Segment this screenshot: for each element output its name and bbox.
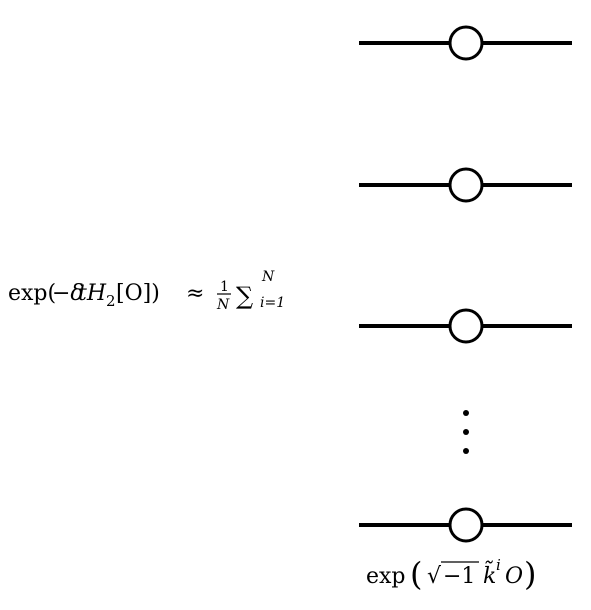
vertical-ellipsis xyxy=(463,410,469,454)
equation: exp( −δ tH 2 [O]) ≈ 1 N ∑ N i=1 xyxy=(8,269,285,313)
equation-sum-lower: i=1 xyxy=(260,295,285,311)
equation-minus-delta: −δ xyxy=(52,281,84,306)
ellipsis-dot-1 xyxy=(463,410,469,416)
equation-frac-denominator: N xyxy=(216,297,230,313)
ellipsis-dot-2 xyxy=(463,429,469,435)
equation-approx: ≈ xyxy=(186,281,204,306)
operator-k-tilde: k̃ xyxy=(483,559,496,589)
equation-sum-symbol: ∑ xyxy=(236,282,253,310)
equation-subscript-2: 2 xyxy=(106,292,116,310)
wire-3 xyxy=(359,308,572,344)
operator-right-paren: ) xyxy=(524,555,536,593)
operator-o-symbol: O xyxy=(505,564,523,589)
wire-2 xyxy=(359,167,572,203)
operator-sqrt-argument: −1 xyxy=(443,564,475,589)
equation-sum-upper: N xyxy=(261,269,275,285)
equation-frac-numerator: 1 xyxy=(220,279,229,295)
wire-n-gate-circle xyxy=(448,507,484,543)
equation-t-h: tH xyxy=(78,281,107,306)
operator-superscript-i: i xyxy=(496,556,501,574)
wire-1 xyxy=(359,25,572,61)
wire-1-gate-circle xyxy=(448,25,484,61)
equation-exp-text: exp( xyxy=(8,281,56,306)
wire-3-gate-circle xyxy=(448,308,484,344)
operator-exp-text: exp xyxy=(366,564,406,589)
wire-n xyxy=(359,507,572,543)
operator-label: exp ( √ −1 k̃ i O ) xyxy=(366,555,536,593)
operator-left-paren: ( xyxy=(410,555,422,593)
equation-bracket-o: [O]) xyxy=(116,281,160,306)
wire-2-gate-circle xyxy=(448,167,484,203)
operator-sqrt-symbol: √ xyxy=(427,564,442,589)
ellipsis-dot-3 xyxy=(463,448,469,454)
